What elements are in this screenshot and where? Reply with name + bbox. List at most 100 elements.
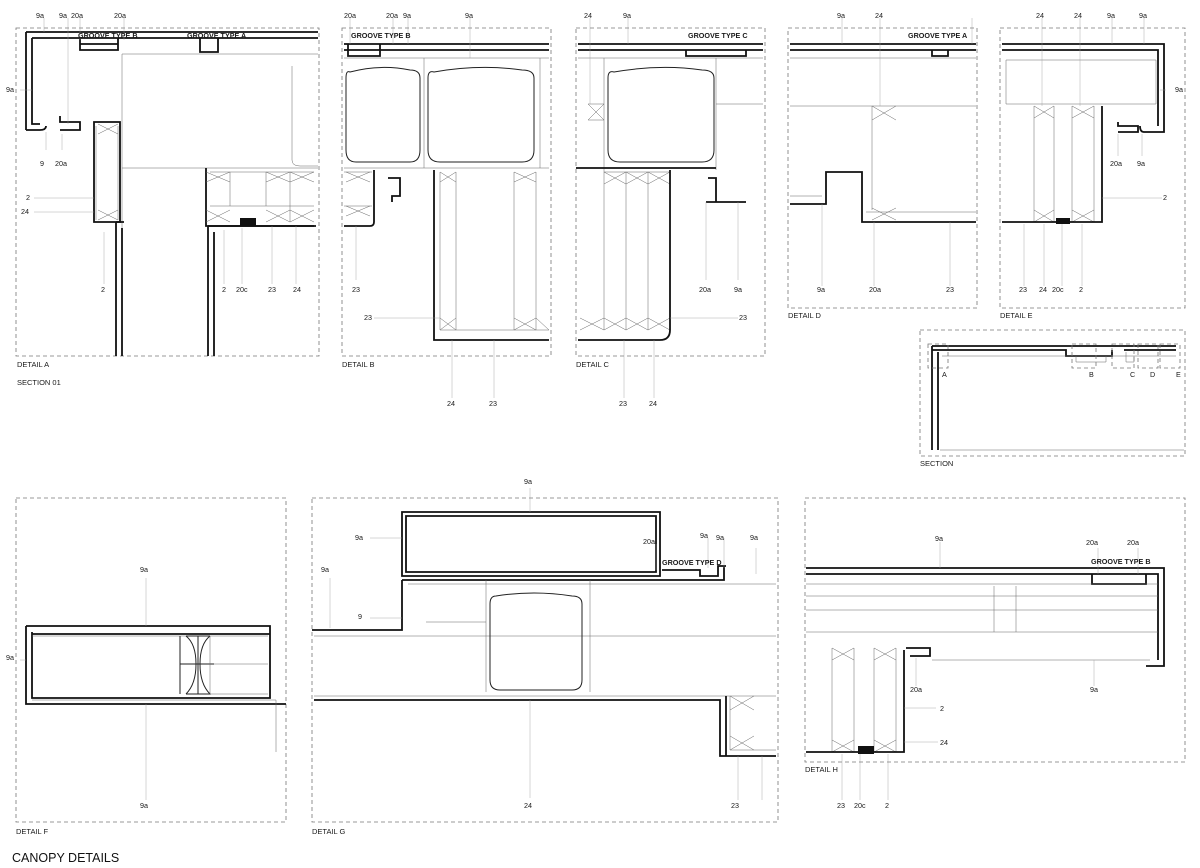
tag-20c: 20c	[1052, 285, 1064, 294]
tag-2: 2	[885, 801, 889, 810]
tag-20a: 20a	[910, 685, 922, 694]
tag-24: 24	[1039, 285, 1047, 294]
tag-2: 2	[940, 704, 944, 713]
detail-e: 24 24 9a 9a 9a 20a 9a 2 23 24 20c 2 DETA…	[999, 11, 1186, 320]
detail-b: 20a 20a 9a 9a 23 23 24 23 GROOVE TYPE B …	[341, 11, 552, 408]
detail-b-caption: DETAIL B	[342, 360, 375, 369]
tag-9a: 9a	[321, 565, 329, 574]
tag-9a: 9a	[837, 11, 845, 20]
tag-20a: 20a	[114, 11, 126, 20]
tag-23: 23	[352, 285, 360, 294]
groove-label: GROOVE TYPE A	[908, 31, 967, 40]
tag-9a: 9a	[465, 11, 473, 20]
tag-9: 9	[40, 159, 44, 168]
callout-marker: A	[942, 370, 947, 379]
tag-2: 2	[101, 285, 105, 294]
tag-23: 23	[268, 285, 276, 294]
detail-e-frame	[999, 27, 1186, 309]
detail-f-frame	[15, 497, 287, 823]
detail-d: 9a 24 9a 20a 23 GROOVE TYPE A DETAIL D	[787, 11, 978, 320]
tag-9a: 9a	[700, 531, 708, 540]
tag-9a: 9a	[935, 534, 943, 543]
callout-box-e	[1159, 343, 1181, 369]
tag-23: 23	[489, 399, 497, 408]
tag-20a: 20a	[344, 11, 356, 20]
tag-9a: 9a	[59, 11, 67, 20]
detail-d-caption: DETAIL D	[788, 311, 822, 320]
tag-24: 24	[447, 399, 455, 408]
tag-9a: 9a	[1090, 685, 1098, 694]
tag-9a: 9a	[1175, 85, 1183, 94]
tag-9a: 9a	[36, 11, 44, 20]
tag-20a: 20a	[55, 159, 67, 168]
tag-24: 24	[649, 399, 657, 408]
detail-h-frame	[804, 497, 1186, 763]
tag-24: 24	[1074, 11, 1082, 20]
detail-f-caption: DETAIL F	[16, 827, 49, 836]
detail-h-caption: DETAIL H	[805, 765, 838, 774]
tag-9a: 9a	[817, 285, 825, 294]
tag-9a: 9a	[403, 11, 411, 20]
gasket-icon	[1056, 218, 1070, 224]
key-section-frame	[919, 329, 1186, 457]
tag-20a: 20a	[1110, 159, 1122, 168]
tag-20a: 20a	[869, 285, 881, 294]
tag-2: 2	[1163, 193, 1167, 202]
tag-9a: 9a	[734, 285, 742, 294]
tag-23: 23	[837, 801, 845, 810]
tag-20a: 20a	[643, 537, 655, 546]
tag-20a: 20a	[1127, 538, 1139, 547]
callout-box-b	[1071, 343, 1097, 369]
tag-9a: 9a	[6, 653, 14, 662]
tag-2: 2	[1079, 285, 1083, 294]
gasket-icon	[240, 218, 256, 226]
tag-24: 24	[875, 11, 883, 20]
callout-box-d	[1137, 343, 1159, 369]
detail-g-caption: DETAIL G	[312, 827, 346, 836]
section-01-caption: SECTION 01	[17, 378, 61, 387]
tag-23: 23	[739, 313, 747, 322]
detail-d-frame	[787, 27, 978, 309]
tag-20c: 20c	[854, 801, 866, 810]
tag-9a: 9a	[1139, 11, 1147, 20]
tag-9: 9	[358, 612, 362, 621]
detail-b-frame	[341, 27, 552, 357]
tag-24: 24	[21, 207, 29, 216]
detail-g-frame	[311, 497, 779, 823]
key-section-caption: SECTION	[920, 459, 953, 468]
tag-9a: 9a	[1137, 159, 1145, 168]
tag-20a: 20a	[386, 11, 398, 20]
tag-9a: 9a	[355, 533, 363, 542]
tag-24: 24	[293, 285, 301, 294]
tag-23: 23	[946, 285, 954, 294]
tag-9a: 24	[524, 801, 532, 810]
detail-c: 24 9a 20a 9a 23 23 24 GROOVE TYPE C DETA…	[575, 11, 766, 408]
sheet-title: CANOPY DETAILS	[12, 851, 119, 865]
tag-9a: 9a	[140, 565, 148, 574]
callout-marker: D	[1150, 370, 1155, 379]
groove-label: GROOVE TYPE A	[187, 31, 246, 40]
callout-box-c	[1111, 343, 1135, 369]
tag-24: 24	[584, 11, 592, 20]
groove-label: GROOVE TYPE B	[78, 31, 138, 40]
groove-label: GROOVE TYPE C	[688, 31, 748, 40]
tag-9a: 9a	[6, 85, 14, 94]
tag-23: 23	[364, 313, 372, 322]
tag-20a: 20a	[1086, 538, 1098, 547]
tag-9a: 9a	[524, 477, 532, 486]
tag-9a: 9a	[140, 801, 148, 810]
callout-marker: C	[1130, 370, 1135, 379]
tag-24: 24	[940, 738, 948, 747]
detail-a: 9a 9a 20a 20a 9a 9 20a 2 24 2 2 20c 23 2…	[6, 11, 320, 387]
detail-e-caption: DETAIL E	[1000, 311, 1033, 320]
callout-box-a	[927, 343, 949, 369]
tag-20a: 20a	[699, 285, 711, 294]
tag-9a: 9a	[1107, 11, 1115, 20]
tag-24: 24	[1036, 11, 1044, 20]
detail-c-frame	[575, 27, 766, 357]
tag-9a: 9a	[623, 11, 631, 20]
groove-label: GROOVE TYPE D	[662, 558, 722, 567]
gasket-icon	[858, 746, 874, 754]
tag-23: 23	[619, 399, 627, 408]
